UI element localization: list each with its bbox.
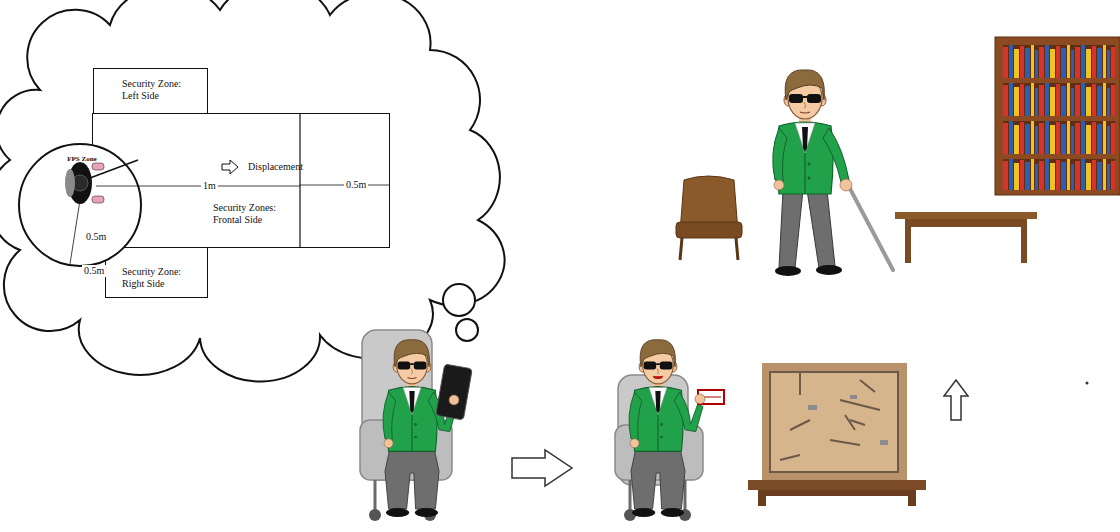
walking-man-cane — [807, 190, 835, 268]
walking-man-cane — [784, 70, 826, 119]
bookshelf — [995, 37, 1120, 195]
maze-photo — [762, 363, 907, 480]
walking-man-cane — [840, 179, 852, 191]
flow-arrow — [512, 450, 572, 486]
walking-man-cane — [779, 190, 803, 268]
walking-man-cane — [823, 128, 849, 182]
bookshelf — [1003, 45, 1115, 190]
zone-divider — [299, 113, 300, 247]
person-top-view — [65, 162, 104, 204]
bookshelf — [1003, 154, 1115, 159]
table — [905, 219, 911, 263]
armchair — [680, 238, 682, 260]
thought-cloud — [0, 0, 504, 381]
maze-photo — [770, 372, 898, 472]
armchair — [736, 238, 738, 260]
direction-arrow — [222, 160, 238, 174]
seated-man-tablet — [383, 340, 472, 517]
dimension-line — [96, 186, 300, 187]
walking-man-cane — [775, 266, 801, 276]
dimension-label: 0.5m — [84, 231, 108, 243]
walking-man-cane — [847, 183, 893, 270]
walking-man-cane — [816, 265, 842, 275]
node-text: Security Zone: Right Side — [122, 266, 197, 290]
dimension-label: 0.5m — [344, 179, 368, 191]
seated-man-card — [653, 376, 663, 379]
maze-photo — [780, 372, 880, 460]
seated-man-card — [695, 394, 705, 404]
table — [908, 490, 916, 506]
table — [760, 490, 914, 496]
table — [895, 212, 1037, 263]
seated-man-tablet — [436, 364, 473, 420]
table — [758, 490, 766, 506]
dimension-label: 1m — [201, 180, 218, 192]
table — [905, 219, 1027, 227]
person-top-view — [92, 196, 104, 203]
walking-man-cane — [773, 70, 893, 276]
seated-man-tablet — [449, 395, 459, 405]
node-text: Security Zone: Left Side — [122, 78, 197, 102]
thought-cloud — [0, 0, 504, 381]
radius-line — [70, 200, 80, 264]
seated-man-card — [629, 340, 724, 517]
zone-box: Security Zone: Right Side — [105, 247, 208, 298]
flow-arrow — [944, 380, 968, 420]
maze-photo — [762, 363, 907, 480]
bookshelf — [1003, 78, 1115, 83]
fps-zone-circle: FPS Zone — [18, 143, 142, 267]
walking-man-cane — [774, 180, 784, 190]
bookshelf — [995, 37, 1120, 195]
thought-cloud — [456, 319, 478, 341]
zone-box: Security Zone: Left Side — [93, 68, 208, 114]
seated-man-card — [629, 340, 703, 517]
office-chair — [374, 480, 377, 510]
table — [1021, 219, 1027, 263]
bookshelf — [1003, 116, 1115, 121]
maze-photo — [880, 440, 888, 445]
dot — [1086, 382, 1089, 385]
maze-photo — [770, 372, 898, 472]
thought-cloud — [443, 284, 475, 316]
maze-photo — [808, 405, 817, 410]
armchair — [676, 176, 742, 260]
zone-label: Displacement — [246, 161, 305, 173]
bookshelf — [1003, 45, 1115, 190]
node-text: Security Zones: Frontal Side — [213, 202, 293, 226]
office-chair — [629, 480, 632, 510]
walking-man-cane — [777, 114, 833, 194]
armchair — [676, 222, 742, 238]
radius-line — [90, 160, 138, 178]
table — [748, 480, 926, 490]
maze-photo — [850, 395, 857, 399]
person-top-view — [92, 163, 104, 170]
table — [895, 212, 1037, 219]
dimension-label: 0.5m — [82, 265, 106, 277]
table — [748, 480, 926, 506]
person-top-view — [65, 169, 75, 197]
walking-man-cane — [773, 128, 787, 182]
office-chair — [369, 509, 381, 521]
